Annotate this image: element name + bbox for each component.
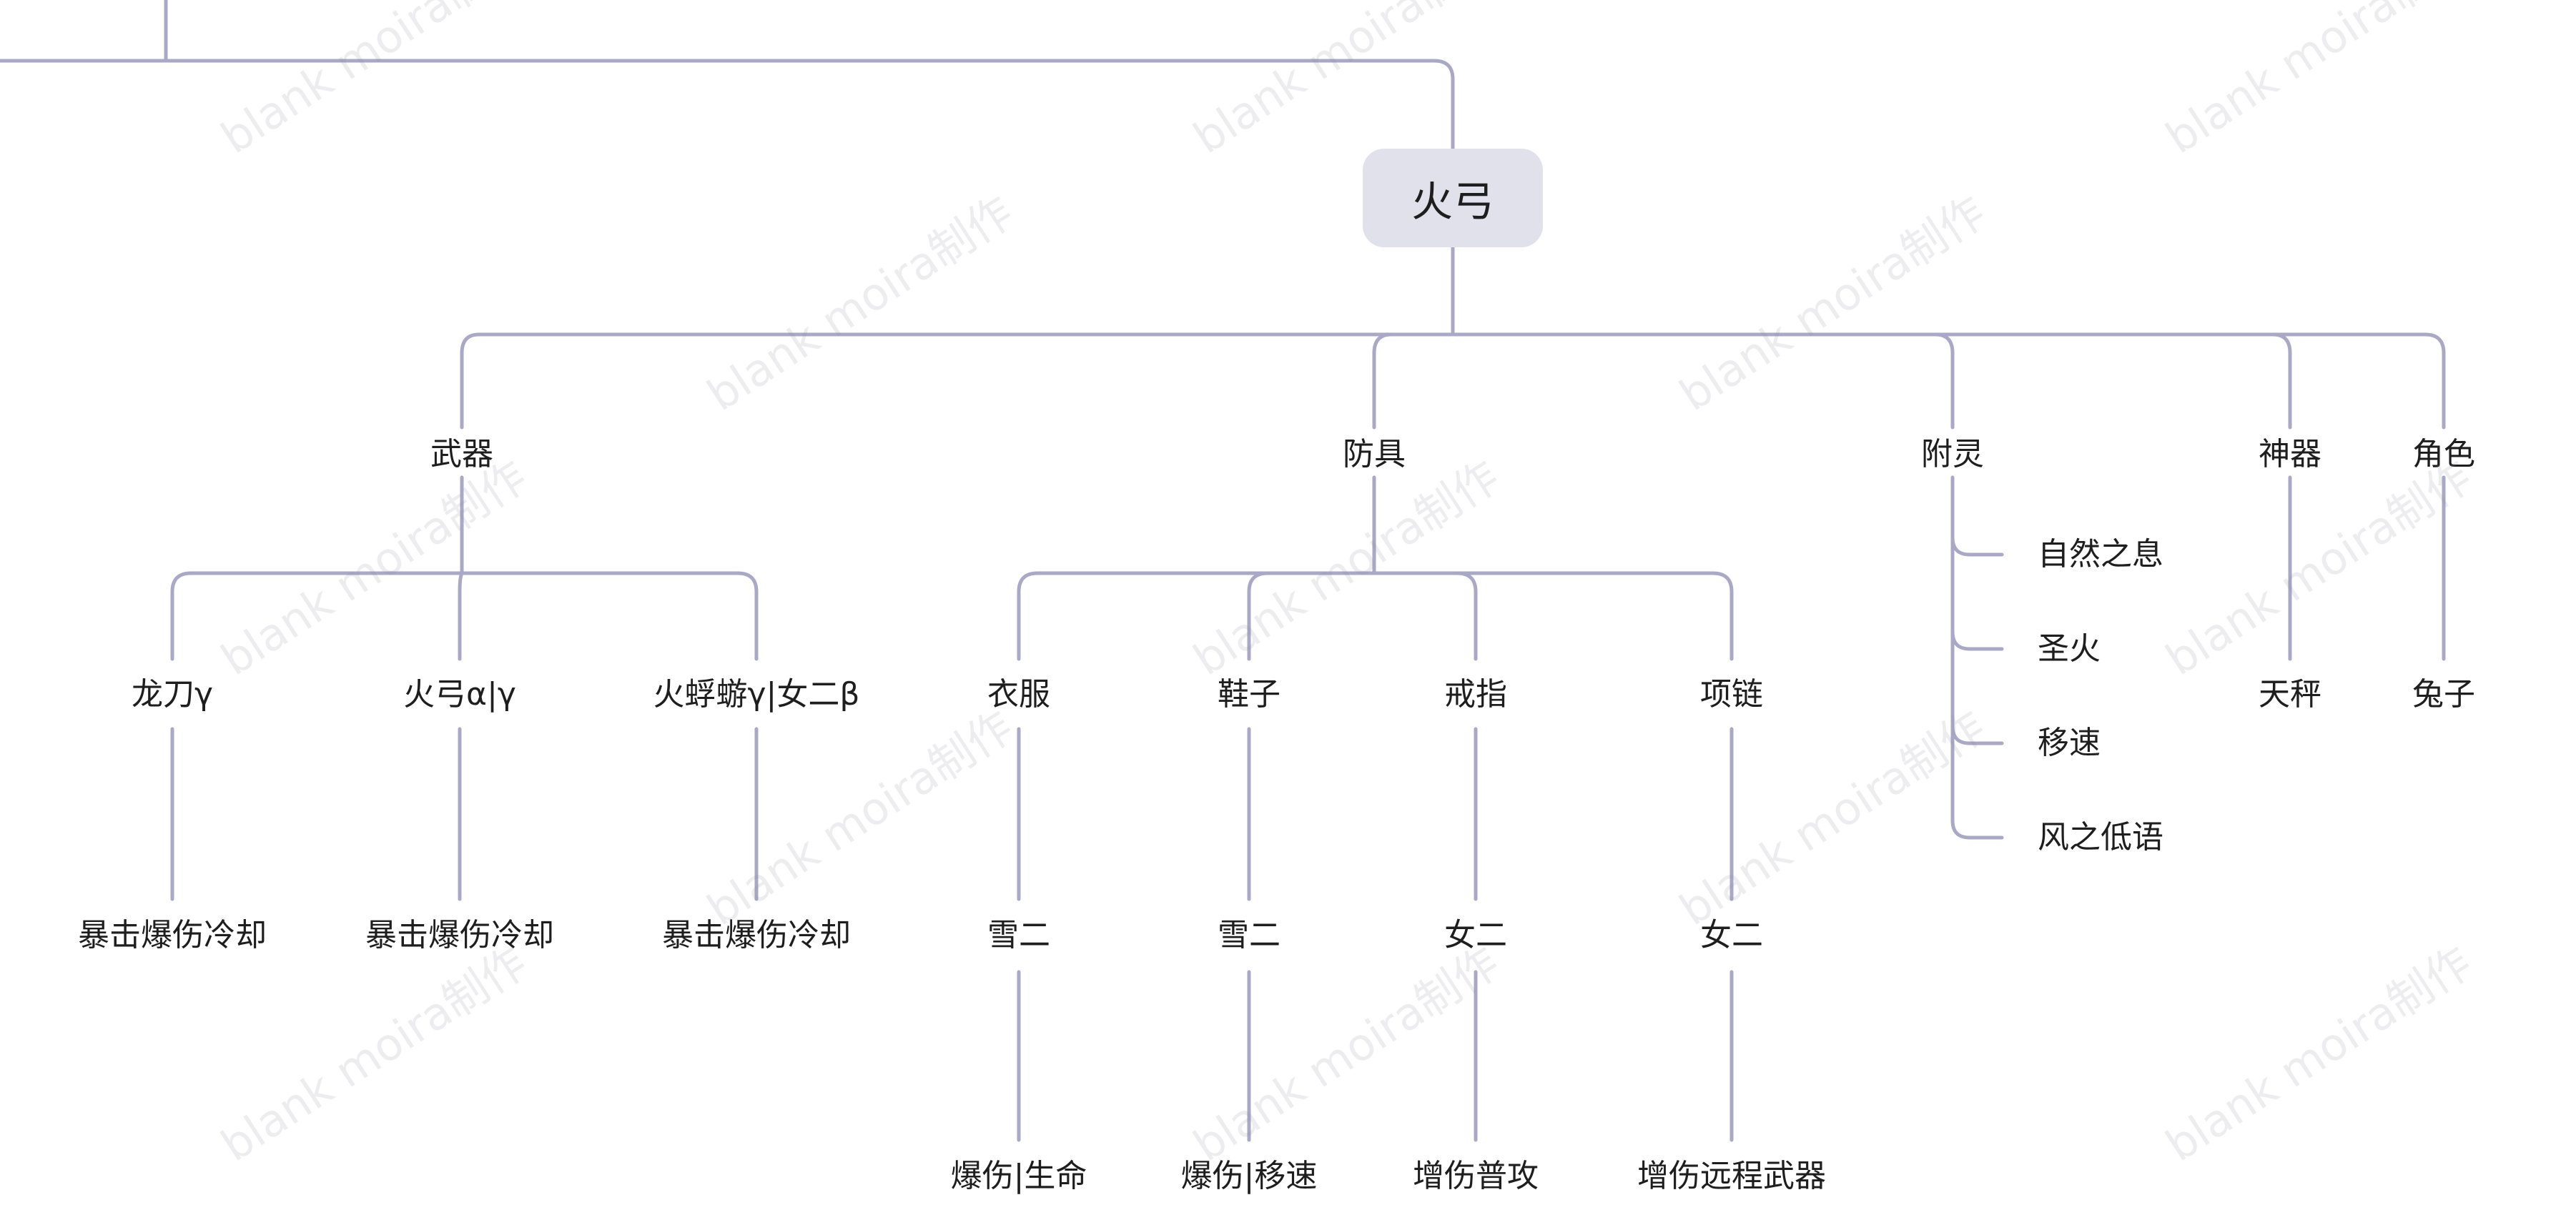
connector-to-artifact (2271, 332, 2292, 430)
connector-enchant-stem (1950, 475, 2004, 840)
enchant-item-nature-breath[interactable]: 自然之息 (2038, 536, 2163, 572)
connector-weapon-left (170, 571, 193, 661)
weapon-item-detail[interactable]: 暴击爆伤冷却 (78, 917, 267, 953)
weapon-item-mayfly[interactable]: 火蜉蝣γ|女二β (653, 676, 860, 713)
connector-enchant-2 (1950, 630, 2004, 651)
weapon-item-dragon-blade[interactable]: 龙刀γ (131, 676, 214, 713)
armor-item-stat[interactable]: 爆伤|移速 (1180, 1158, 1318, 1194)
connector-to-armor (1372, 332, 1393, 430)
armor-item-set[interactable]: 女二 (1444, 917, 1507, 953)
connector-to-enchant (1933, 332, 1955, 430)
category-armor[interactable]: 防具 (1343, 436, 1406, 472)
category-enchant[interactable]: 附灵 (1921, 436, 1984, 472)
armor-item-stat[interactable]: 爆伤|生命 (950, 1158, 1087, 1194)
armor-item-necklace[interactable]: 项链 (1700, 676, 1763, 713)
character-item-rabbit[interactable]: 兔子 (2412, 676, 2475, 713)
connector-to-character (2423, 332, 2446, 430)
category-artifact[interactable]: 神器 (2259, 436, 2321, 472)
enchant-item-move-speed[interactable]: 移速 (2038, 725, 2101, 761)
connector-armor-ring (1455, 571, 1478, 661)
connector-weapon-right (736, 571, 759, 661)
root-node[interactable]: 火弓 (1363, 149, 1543, 247)
connector-enchant-1 (1950, 535, 2004, 557)
armor-item-set[interactable]: 雪二 (1218, 917, 1280, 953)
connector-weapon-mid (458, 571, 464, 661)
weapon-item-fire-bow[interactable]: 火弓α|γ (403, 676, 516, 713)
armor-item-set[interactable]: 女二 (1700, 917, 1763, 953)
connector-enchant-3 (1950, 724, 2004, 745)
armor-item-set[interactable]: 雪二 (987, 917, 1050, 953)
armor-item-shoes[interactable]: 鞋子 (1218, 676, 1280, 713)
enchant-item-holy-fire[interactable]: 圣火 (2038, 630, 2101, 667)
enchant-item-wind-whisper[interactable]: 风之低语 (2038, 819, 2163, 855)
armor-item-clothes[interactable]: 衣服 (987, 676, 1050, 713)
connector-armor-clothes (1017, 571, 1040, 661)
category-character[interactable]: 角色 (2412, 436, 2475, 472)
artifact-item-libra[interactable]: 天秤 (2259, 676, 2321, 713)
weapon-item-detail[interactable]: 暴击爆伤冷却 (365, 917, 554, 953)
armor-item-stat[interactable]: 增伤远程武器 (1637, 1158, 1826, 1194)
connector-to-weapon (460, 332, 481, 430)
connector-armor-shoes (1247, 571, 1270, 661)
connector-armor-necklace (1711, 571, 1734, 661)
connector-upstream-to-root (0, 59, 1455, 151)
armor-item-stat[interactable]: 增伤普攻 (1413, 1158, 1539, 1194)
armor-item-ring[interactable]: 戒指 (1444, 676, 1507, 713)
category-weapon[interactable]: 武器 (430, 436, 493, 472)
weapon-item-detail[interactable]: 暴击爆伤冷却 (662, 917, 851, 953)
